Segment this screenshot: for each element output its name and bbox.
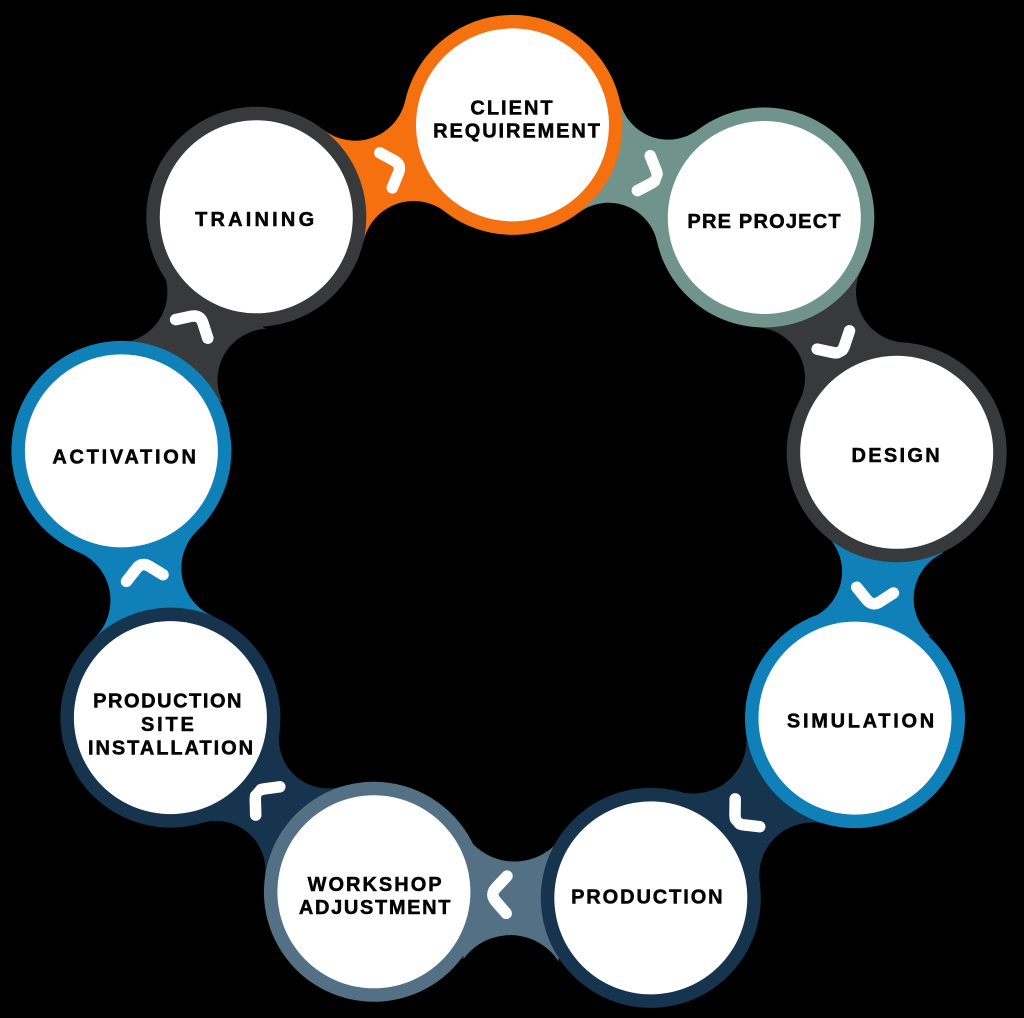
svg-text:ADJUSTMENT: ADJUSTMENT bbox=[299, 897, 452, 919]
svg-text:SIMULATION: SIMULATION bbox=[787, 711, 937, 733]
svg-text:WORKSHOP: WORKSHOP bbox=[308, 874, 444, 896]
svg-text:INSTALLATION: INSTALLATION bbox=[88, 737, 255, 759]
svg-text:ACTIVATION: ACTIVATION bbox=[52, 447, 198, 469]
svg-text:PRE PROJECT: PRE PROJECT bbox=[687, 211, 841, 233]
svg-text:CLIENT: CLIENT bbox=[470, 97, 554, 119]
svg-text:DESIGN: DESIGN bbox=[851, 445, 941, 467]
svg-text:PRODUCTION: PRODUCTION bbox=[93, 691, 243, 713]
svg-text:TRAINING: TRAINING bbox=[195, 209, 317, 231]
svg-text:SITE: SITE bbox=[141, 714, 197, 736]
svg-text:REQUIREMENT: REQUIREMENT bbox=[433, 121, 602, 143]
svg-text:PRODUCTION: PRODUCTION bbox=[571, 887, 724, 909]
